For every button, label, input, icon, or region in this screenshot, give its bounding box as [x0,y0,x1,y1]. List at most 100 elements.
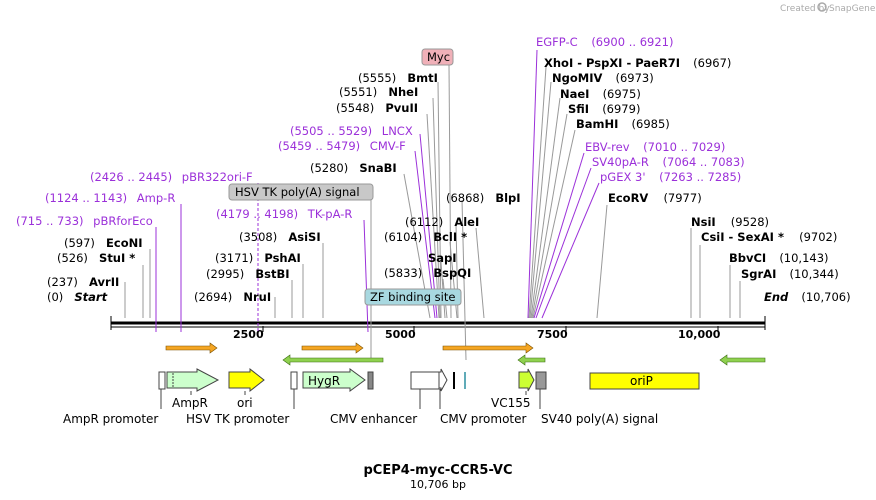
primer-name: EGFP-C [536,35,578,49]
site-name: NgoMIV [552,71,602,85]
site-name: BamHI [576,117,618,131]
hygr-arrow [302,368,366,392]
site-pos: (2995) [206,267,244,281]
orf-arrow-1 [165,342,218,354]
hsv-tk-promoter-label: HSV TK promoter [186,412,289,426]
orf-arrow-5 [719,354,766,366]
site-asisi: (3508) AsiSI [239,226,321,245]
site-xhoi-group: XhoI - PspXI - PaeR7I (6967) [544,52,731,71]
site-connectors [124,49,741,361]
primer-name: SV40pA-R [592,155,649,169]
site-blpi: (6868) BlpI [446,187,521,206]
vc155-arrow [518,368,535,392]
site-bmti: (5555) BmtI [358,67,438,86]
primer-pbrforeco: (715 .. 733) pBRforEco [16,214,153,228]
primer-pos: (5505 .. 5529) [290,124,372,138]
ampr-promoter-label: AmpR promoter [63,412,158,426]
site-bcli: (6104) BclI * [384,226,467,245]
orf-arrow-3 [442,342,534,354]
primer-pos: (2426 .. 2445) [90,170,172,184]
site-pshai: (3171) PshAI [215,247,301,266]
plasmid-length: 10,706 bp [410,478,466,491]
site-pos: (2694) [194,290,232,304]
hygr-label: HygR [308,374,340,388]
site-bspqi: (5833) BspQI [384,262,471,281]
site-name: EcoRV [608,191,648,205]
sv40-polya-box [535,371,547,390]
site-bamhi: BamHI (6985) [576,113,670,132]
primer-amp-r: (1124 .. 1143) Amp-R [45,191,175,205]
site-name: AsiSI [288,230,320,244]
site-name: AleI [454,215,479,229]
backbone [110,316,766,330]
ruler-tick-10000: 10,000 [678,328,721,341]
primer-ebv-rev: EBV-rev (7010 .. 7029) [585,140,725,154]
primer-pos: (7010 .. 7029) [643,140,725,154]
site-nrui: (2694) NruI [194,286,271,305]
primer-pos: (5459 .. 5479) [278,139,360,153]
site-nsii: NsiI (9528) [691,211,769,230]
site-sapi: SapI [428,251,457,265]
ampr-promoter-box [158,371,166,390]
primer-name: EBV-rev [585,140,630,154]
site-name: StuI * [99,251,135,265]
primer-pos: (4179 .. 4198) [216,207,298,221]
site-bbvci: BbvCI (10,143) [729,247,829,266]
site-pos: (9702) [799,230,837,244]
site-end: End (10,706) [764,286,851,305]
ruler-ticks: 2500 5000 7500 10,000 [233,326,721,341]
cmv-promoter-arrow [438,368,448,392]
ori-label: ori [237,396,253,410]
site-stui: (526) StuI * [57,247,135,266]
site-name: PvuII [385,101,418,115]
site-name: NruI [243,290,271,304]
vc155-label: VC155 [491,396,531,410]
site-name: BstBI [255,267,289,281]
primer-pos: (6900 .. 6921) [591,35,673,49]
site-pos: (6975) [603,87,641,101]
snapgene-brand: SnapGene [829,4,876,14]
primer-name: pBRforEco [93,214,153,228]
orf-arrow-2 [301,342,364,354]
plasmid-title: pCEP4-myc-CCR5-VC [363,463,512,478]
ori-arrow [228,367,265,393]
site-name: SfiI [568,102,589,116]
site-pos: (5280) [310,161,348,175]
site-nhei: (5551) NheI [339,81,418,100]
site-name: XhoI - PspXI - PaeR7I [544,56,680,70]
site-name: SgrAI [741,267,776,281]
site-pos: (5551) [339,85,377,99]
site-name: BbvCI [729,251,766,265]
feature-connectors [160,389,541,409]
site-name: NsiI [691,215,716,229]
primer-pos: (715 .. 733) [16,214,84,228]
orf-arrows [165,342,766,366]
site-pos: (9528) [731,215,769,229]
site-name: BclI * [433,230,467,244]
site-name: NaeI [560,87,589,101]
site-pos: (3508) [239,230,277,244]
site-pos: (526) [57,251,88,265]
site-name: PshAI [264,251,300,265]
sv40-polya-label: SV40 poly(A) signal [541,412,658,426]
ruler-tick-7500: 7500 [537,328,568,341]
site-pos: (6112) [405,215,443,229]
primer-name: pBR322ori-F [182,170,253,184]
site-pos: (10,706) [801,290,850,304]
features-row: oriP [158,367,700,393]
cmv-enhancer-label: CMV enhancer [330,412,417,426]
zf-binding-site-label: ZF binding site [370,290,455,304]
primer-lncx: (5505 .. 5529) LNCX [290,124,413,138]
primer-name: pGEX 3' [600,170,646,184]
site-pos: (3171) [215,251,253,265]
cmv-enhancer-box [410,371,440,390]
site-name: SnaBI [359,161,396,175]
hsv-tk-polya-label: HSV TK poly(A) signal [235,185,360,199]
zf-binding-site-box: ZF binding site [364,288,462,306]
orip-box [589,372,700,390]
primer-cmv-f: (5459 .. 5479) CMV-F [278,139,406,153]
site-pos: (597) [64,236,95,250]
site-sfii: SfiI (6979) [568,98,640,117]
primer-name: Amp-R [137,191,176,205]
